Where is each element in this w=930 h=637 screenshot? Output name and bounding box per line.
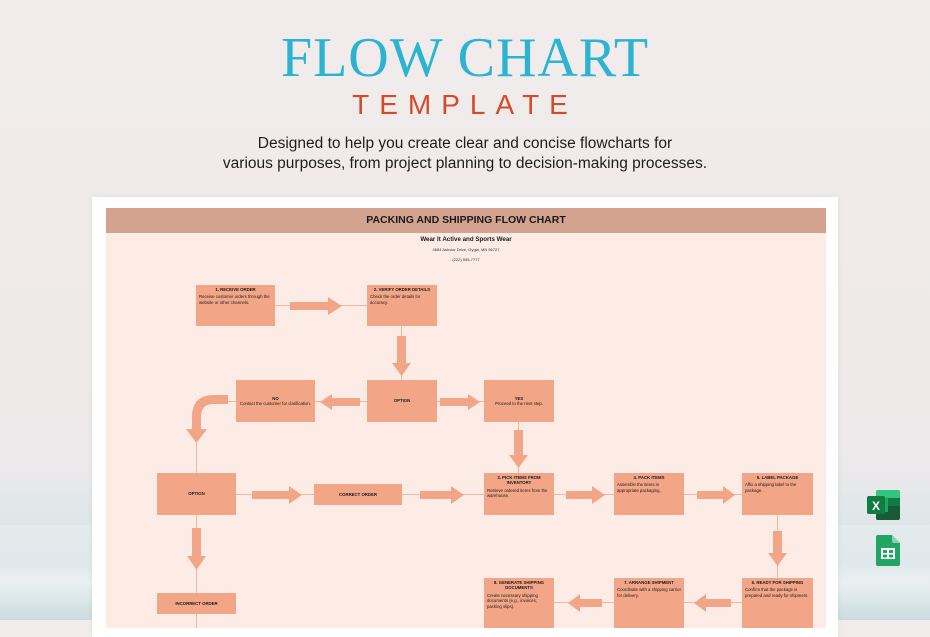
- arrow-down: [392, 336, 411, 376]
- arrow-left: [320, 394, 360, 410]
- node-verify-order[interactable]: 2. VERIFY ORDER DETAILS Check the order …: [367, 285, 437, 326]
- node-title: 6. READY FOR SHIPPING: [751, 580, 804, 585]
- node-option-decision[interactable]: OPTION: [367, 380, 437, 422]
- node-incorrect-order[interactable]: INCORRECT ORDER: [157, 593, 236, 614]
- node-title: OPTION: [188, 491, 205, 497]
- node-description: Receive customer orders through the webs…: [199, 294, 270, 305]
- connector-line: [196, 433, 197, 473]
- arrow-right: [440, 394, 480, 410]
- hero-description: Designed to help you create clear and co…: [0, 134, 930, 174]
- company-name: Wear It Active and Sports Wear: [420, 236, 512, 243]
- hero-title: FLOW CHART: [280, 27, 650, 89]
- connector-line: [196, 515, 197, 628]
- node-description: Retrieve ordered items from the warehous…: [487, 487, 548, 499]
- node-description: Coordinate with a shipping carrier for d…: [617, 587, 682, 598]
- sheet-header: PACKING AND SHIPPING FLOW CHART: [106, 208, 826, 233]
- arrow-right: [290, 297, 342, 315]
- node-title: INCORRECT ORDER: [175, 600, 218, 606]
- excel-icon[interactable]: X: [866, 489, 902, 521]
- node-description: Affix a shipping label to the package.: [745, 482, 797, 493]
- description-line-2: various purposes, from project planning …: [222, 155, 708, 172]
- node-correct-order[interactable]: CORRECT ORDER: [314, 484, 402, 505]
- node-title: OPTION: [393, 398, 411, 404]
- node-label-package[interactable]: 5. LABEL PACKAGE Affix a shipping label …: [742, 473, 813, 515]
- arrow-right: [252, 486, 302, 504]
- arrow-down: [768, 531, 787, 566]
- node-receive-order[interactable]: 1. RECEIVE ORDER Receive customer orders…: [196, 285, 275, 326]
- node-yes[interactable]: YES Proceed to the next step.: [484, 380, 554, 422]
- node-description: Contact the customer for clarification.: [240, 401, 311, 406]
- node-title: NO: [272, 395, 279, 401]
- excel-letter: X: [872, 499, 880, 513]
- node-title: 3. PICK ITEMS FROM INVENTORY: [497, 475, 541, 486]
- arrow-right: [566, 486, 605, 504]
- node-pack-items[interactable]: 4. PACK ITEMS Assemble the items in appr…: [614, 473, 684, 515]
- node-ready-shipping[interactable]: 6. READY FOR SHIPPING Confirm that the p…: [742, 578, 813, 628]
- description-line-1: Designed to help you create clear and co…: [257, 135, 673, 152]
- node-title: 2. VERIFY ORDER DETAILS: [373, 287, 431, 292]
- node-title: 8. GENERATE SHIPPING DOCUMENTS: [493, 580, 545, 591]
- arrow-right: [697, 486, 735, 504]
- arrow-down: [509, 430, 528, 468]
- arrow-left: [568, 594, 602, 612]
- node-no[interactable]: NO Contact the customer for clarificatio…: [236, 380, 315, 422]
- node-description: Assemble the items in appropriate packag…: [617, 482, 661, 493]
- node-description: Proceed to the next step.: [495, 401, 543, 406]
- arrow-left: [694, 594, 731, 612]
- node-pick-items[interactable]: 3. PICK ITEMS FROM INVENTORY Retrieve or…: [484, 473, 554, 515]
- node-description: Confirm that the package is prepared and…: [745, 587, 809, 598]
- node-arrange-shipment[interactable]: 7. ARRANGE SHIPMENT Coordinate with a sh…: [614, 578, 684, 628]
- arrow-down: [187, 528, 206, 570]
- node-generate-documents[interactable]: 8. GENERATE SHIPPING DOCUMENTS Create ne…: [484, 578, 554, 628]
- arrow-curve: [186, 395, 228, 443]
- flowchart-sheet: PACKING AND SHIPPING FLOW CHART Wear It …: [106, 208, 826, 628]
- node-title: 5. LABEL PACKAGE: [756, 475, 799, 480]
- flow-arrows: [186, 297, 787, 612]
- company-address: 4684 Ashvior Drive, Gygla, MN 56727: [432, 247, 500, 252]
- node-option-check[interactable]: OPTION: [157, 473, 236, 515]
- google-sheets-icon[interactable]: [876, 535, 900, 566]
- node-title: 7. ARRANGE SHIPMENT: [624, 580, 674, 585]
- node-title: YES: [514, 395, 524, 401]
- node-description: Check the order details for accuracy.: [370, 294, 421, 305]
- node-description: Create necessary shipping documents (e.g…: [487, 592, 538, 609]
- node-title: 1. RECEIVE ORDER: [215, 287, 256, 292]
- node-title: CORRECT ORDER: [339, 491, 377, 497]
- arrow-right: [420, 486, 464, 504]
- company-phone: (222) 555-7777: [452, 257, 480, 262]
- node-title: 4. PACK ITEMS: [633, 475, 665, 480]
- hero-subtitle: TEMPLATE: [352, 89, 578, 120]
